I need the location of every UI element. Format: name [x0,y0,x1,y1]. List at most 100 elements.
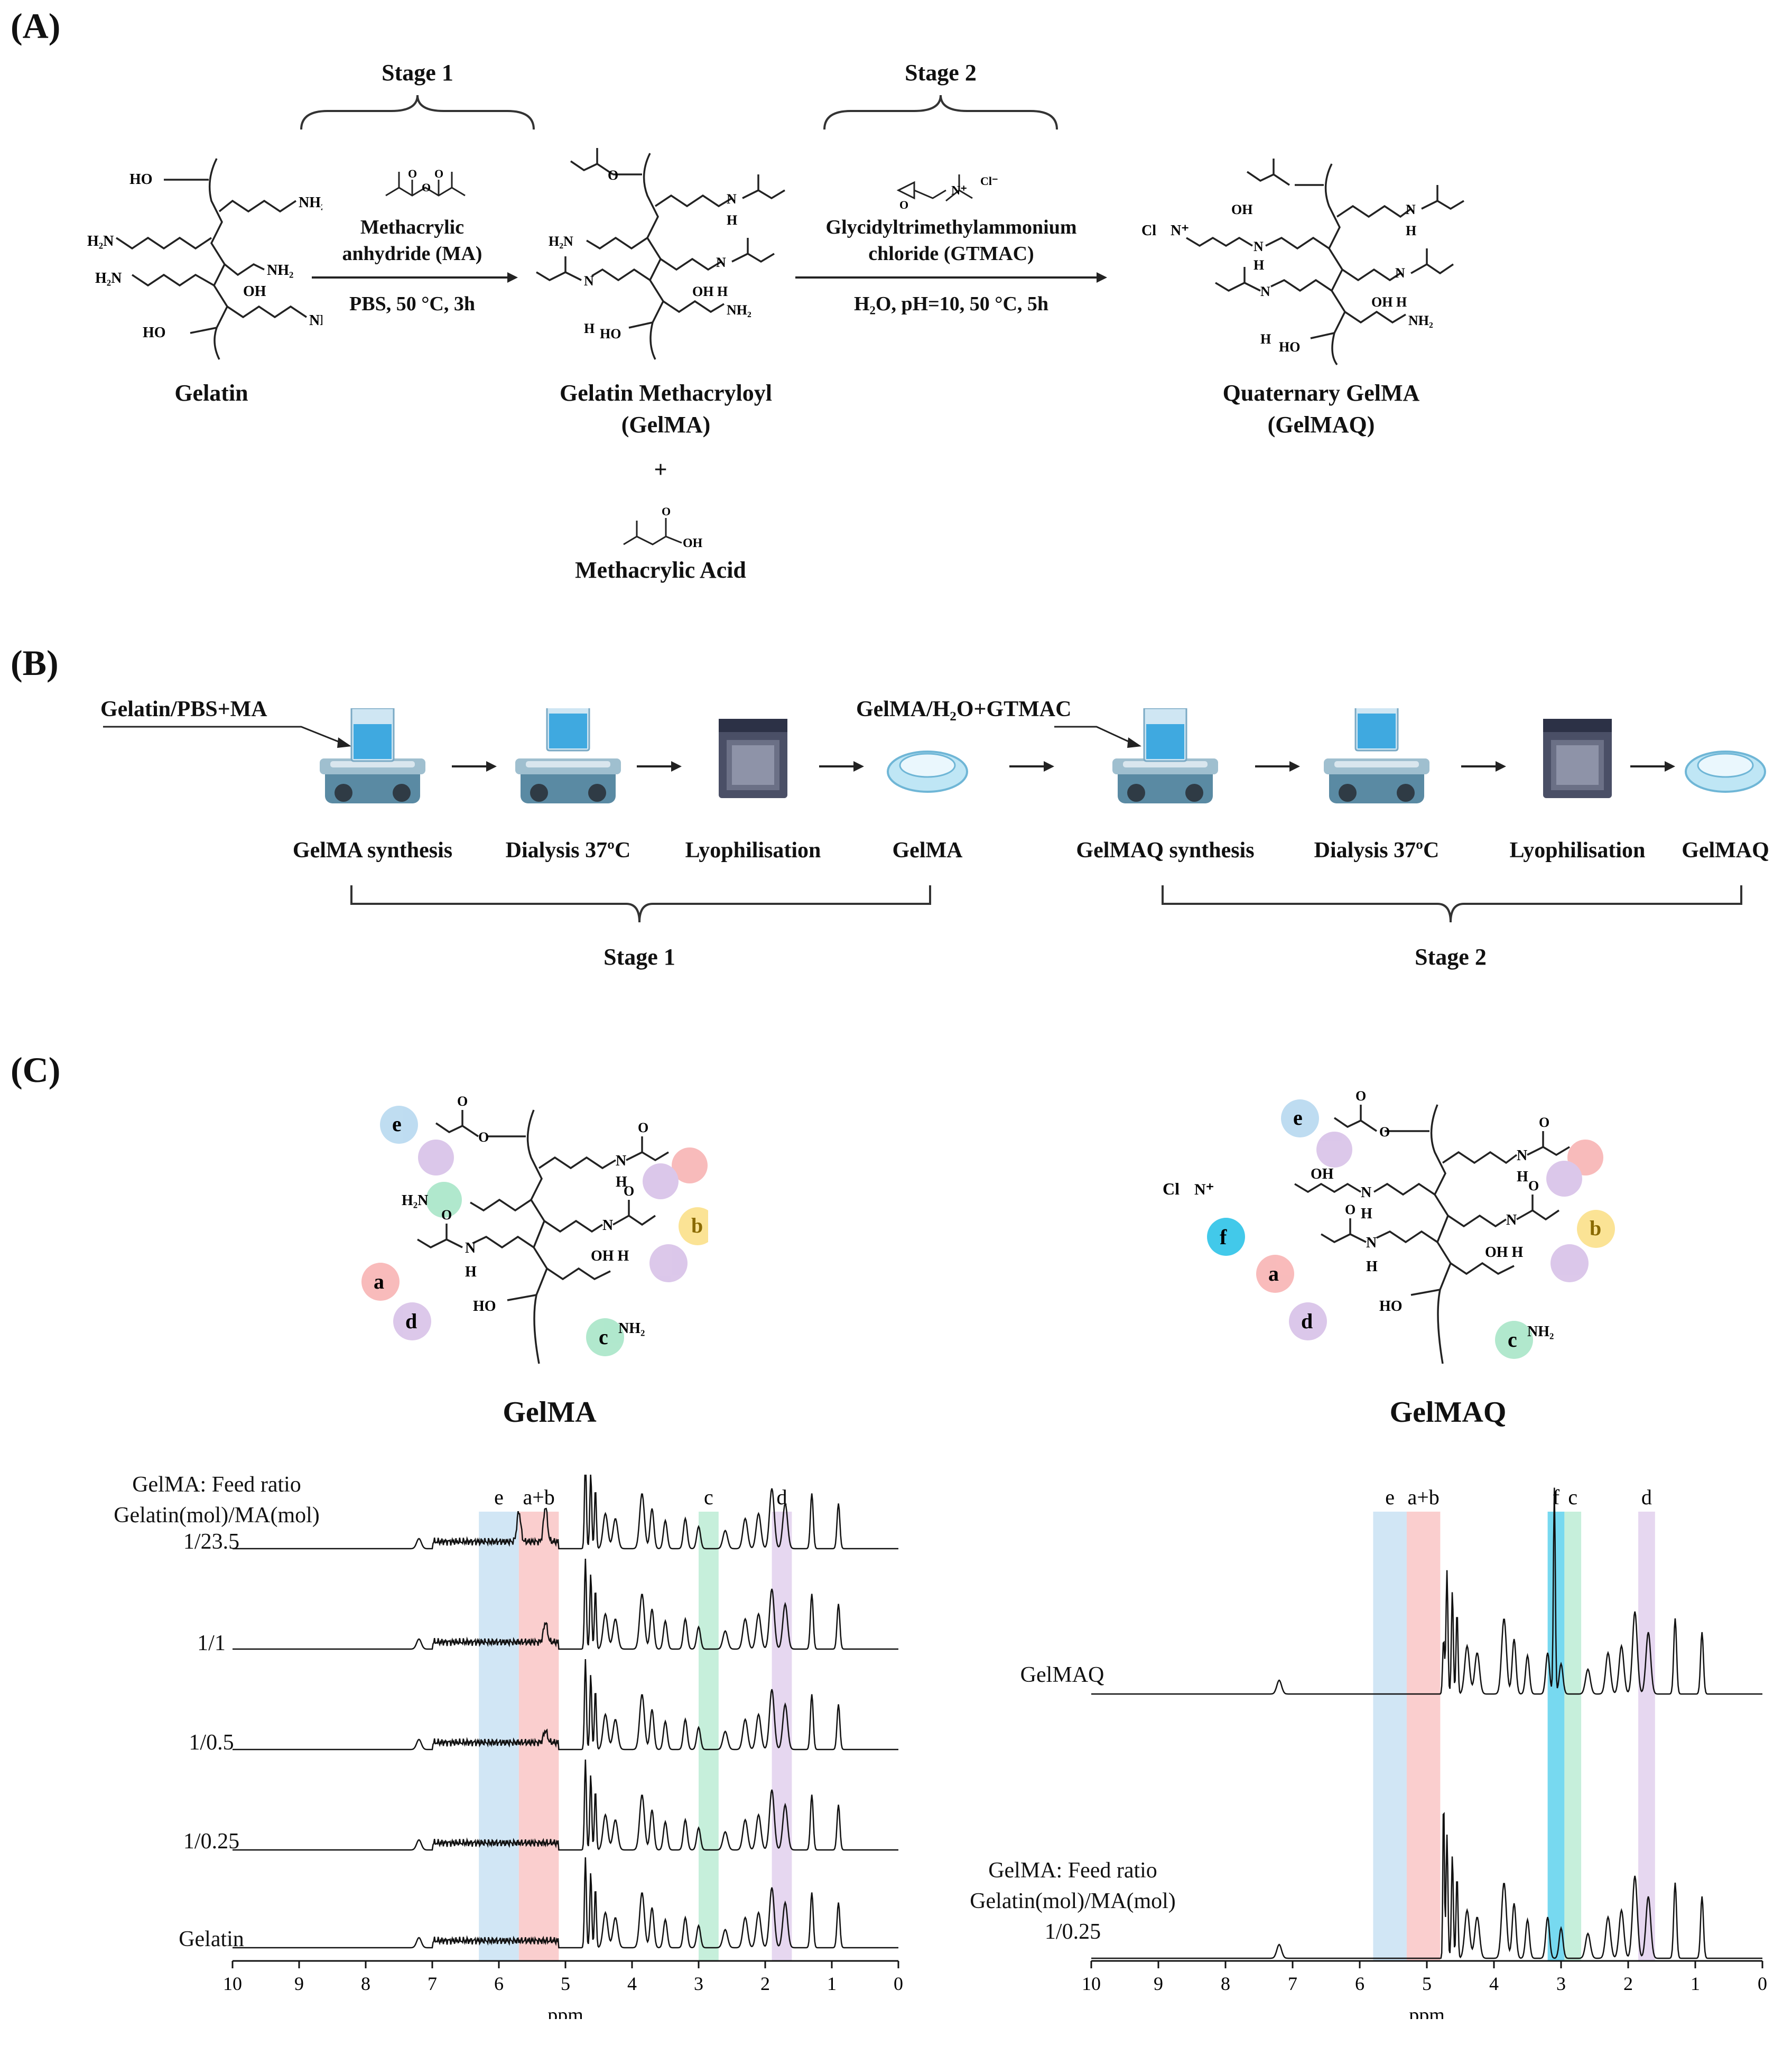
oh-h-label: OH H [1485,1244,1524,1261]
gelatin-name: Gelatin [174,380,248,406]
cl-label: Cl [1163,1179,1180,1198]
x-tick-label: 5 [561,1973,570,1994]
o-label: O [478,1130,489,1145]
spectrum-trace-0 [233,1475,898,1550]
panel-c-label: (C) [11,1050,61,1090]
gelmaq-labeled-structure: e O O Cl N⁺ f OH N H N H O b N O OH H a … [1163,1089,1615,1364]
o-label: O [1539,1115,1549,1130]
right-header-line2: Gelatin(mol)/MA(mol) [970,1889,1176,1913]
cl-minus-label: Cl⁻ [980,174,998,188]
site-c-marker [1495,1321,1533,1359]
site-a-marker [672,1147,708,1183]
n-plus-label: N⁺ [1171,223,1189,239]
spectrum-trace-4 [233,1857,898,1949]
spectrum-trace-1 [233,1558,898,1650]
h-label: H [616,1174,627,1190]
stage2-label-b: Stage 2 [1415,944,1487,970]
conditions2-label: H₂O, pH=10, 50 °C, 5h [853,293,1049,315]
o-label: O [441,1207,452,1223]
x-tick-label: 6 [494,1973,504,1994]
band-label-d: d [1641,1485,1652,1509]
peak-letter-a: a [374,1270,384,1293]
x-tick-label: 7 [428,1973,437,1994]
x-tick-label: 0 [894,1973,903,1994]
site-d-marker [1550,1244,1589,1282]
n-label: N [616,1153,626,1169]
left-header-line1: GelMA: Feed ratio [132,1473,301,1497]
icon-gelmaq-dish [1685,751,1766,793]
h-label: H [1361,1206,1372,1222]
ho-label: HO [129,171,153,188]
trace-label-left-4: Gelatin [179,1927,244,1951]
x-axis-title: ppm [547,2004,583,2019]
icon-lyophilisation-2 [1543,719,1612,798]
x-tick-label: 7 [1288,1973,1297,1994]
icon-dialysis-1 [515,708,621,803]
gelma-name-line1: Gelatin Methacryloyl [559,380,772,406]
step-gelma: GelMA [892,838,963,863]
icon-lyophilisation-1 [719,719,787,798]
n-label: N [716,255,726,270]
h-label: H [727,212,737,228]
spectrum-trace-0 [1091,1487,1762,1695]
ho-label: HO [473,1298,496,1315]
band-label-c: c [1568,1485,1577,1509]
nh2-label: NH₂ [299,195,322,211]
stage2-label-a: Stage 2 [905,60,977,86]
x-tick-label: 5 [1422,1973,1432,1994]
ho-label: HO [600,326,621,341]
o-label: O [408,167,417,180]
o-label: O [422,181,431,194]
n-label: N [1506,1212,1517,1228]
trace-label-left-0: 1/23.5 [183,1530,240,1554]
peak-letter-e: e [392,1112,402,1136]
step-dialysis-2: Dialysis 37ºC [1314,838,1440,863]
o-label: O [662,505,671,518]
x-tick-label: 4 [627,1973,637,1994]
stage1-label-b: Stage 1 [603,944,675,970]
step-dialysis-1: Dialysis 37ºC [505,838,631,863]
band-d [1638,1512,1655,1961]
peak-letter-c: c [1508,1328,1517,1352]
x-tick-label: 2 [1623,1973,1633,1994]
x-axis-title: ppm [1409,2004,1445,2019]
stage1-label-a: Stage 1 [382,60,453,86]
gelmaq-structure: Cl N⁺ OH N H N H N OH H N H HO NH₂ [1141,159,1464,366]
band-label-e: e [494,1485,504,1509]
o-label: O [1528,1178,1539,1193]
n-label: N [1395,265,1405,281]
oh-label: OH [1311,1166,1334,1182]
gtmac-structure: O N⁺ Cl⁻ [896,174,998,211]
gelatin-structure: HO NH₂ H₂N NH₂ OH H₂N NH₂ HO [87,158,322,360]
site-e-marker [1281,1099,1319,1137]
trace-label-right-0: GelMAQ [1020,1663,1104,1687]
n-label: N [1517,1147,1527,1164]
nh2-label: NH₂ [1527,1323,1554,1340]
reaction-arrow-2 [795,272,1107,283]
x-tick-label: 6 [1355,1973,1364,1994]
peak-letter-a: a [1268,1262,1279,1285]
trace-label-left-2: 1/0.5 [189,1730,234,1755]
band-e [1373,1512,1407,1961]
o-label: O [1345,1202,1355,1217]
site-a-marker [1256,1255,1294,1293]
n-label: N [1254,239,1264,254]
h-label: H [1406,223,1416,238]
x-tick-label: 3 [694,1973,703,1994]
spectrum-trace-1 [1091,1812,1762,1959]
icon-dialysis-2 [1324,708,1429,803]
ho-label: HO [1379,1298,1403,1315]
h-label: H [584,321,595,336]
reagent2-label: Glycidyltrimethylammonium chloride (GTMA… [825,216,1077,265]
ho-label: HO [143,325,166,341]
conditions1-label: PBS, 50 °C, 3h [349,293,475,315]
nh2-label: NH₂ [267,262,293,279]
methacrylic-anhydride-structure: O O O [385,167,466,197]
reaction-arrow-1 [312,272,518,283]
site-c-marker [586,1318,624,1356]
input1-label: Gelatin/PBS+MA [100,697,267,721]
site-c-marker [426,1182,462,1218]
input2-label: GelMA/H₂O+GTMAC [856,697,1072,721]
h2n-label: H₂N [549,234,573,249]
gelma-labeled-structure: e O O H₂N N H O b N O OH H a O N H d HO … [361,1094,708,1364]
